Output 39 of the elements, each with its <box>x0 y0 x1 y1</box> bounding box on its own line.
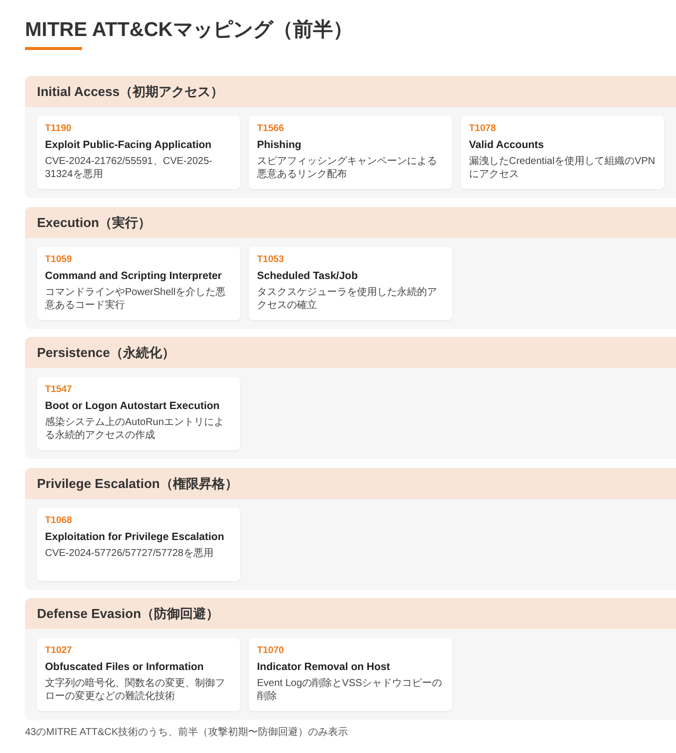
technique-description: Event Logの削除とVSSシャドウコピーの削除 <box>257 678 444 703</box>
tactic-panel <box>25 598 676 720</box>
page-title: MITRE ATT&CKマッピング（前半） <box>25 18 353 43</box>
technique-id: T1027 <box>45 645 73 657</box>
technique-description: 文字列の暗号化、関数名の変更、制御フローの変更などの難読化技術 <box>45 678 226 703</box>
tactic-panel <box>25 207 676 329</box>
technique-id: T1059 <box>45 254 73 266</box>
technique-name: Obfuscated Files or Information <box>45 661 205 674</box>
technique-name: Command and Scripting Interpreter <box>45 270 223 283</box>
section-header: Defense Evasion（防御回避） <box>25 598 676 629</box>
technique-id: T1566 <box>257 123 285 135</box>
technique-name: Exploitation for Privilege Escalation <box>45 531 226 544</box>
technique-id: T1547 <box>45 384 73 396</box>
technique-id: T1068 <box>45 515 73 527</box>
section-header: Privilege Escalation（権限昇格） <box>25 468 676 499</box>
technique-description: コマンドラインやPowerShellを介した悪意あるコード実行 <box>45 287 227 312</box>
technique-description: CVE-2024-57726/57727/57728を悪用 <box>45 548 214 560</box>
technique-description: 感染システム上のAutoRunエントリによる永続的アクセスの作成 <box>45 417 225 442</box>
technique-name: Scheduled Task/Job <box>257 270 359 283</box>
technique-name: Valid Accounts <box>469 139 545 152</box>
technique-id: T1190 <box>45 123 72 135</box>
technique-description: 漏洩したCredentialを使用して組織のVPNにアクセス <box>469 156 656 181</box>
tactic-panel <box>25 76 676 198</box>
technique-description: タスクスケジューラを使用した永続的アクセスの確立 <box>257 287 438 312</box>
technique-name: Indicator Removal on Host <box>257 661 392 674</box>
tactic-panel <box>25 468 676 590</box>
section-header: Initial Access（初期アクセス） <box>25 76 676 107</box>
technique-id: T1070 <box>257 645 285 657</box>
section-header: Execution（実行） <box>25 207 676 238</box>
technique-name: Boot or Logon Autostart Execution <box>45 400 221 413</box>
tactic-panel <box>25 337 676 459</box>
section-header: Persistence（永続化） <box>25 337 676 368</box>
technique-description: スピアフィッシングキャンペーンによる悪意あるリンク配布 <box>257 156 438 181</box>
technique-id: T1053 <box>257 254 285 266</box>
footnote: 43のMITRE ATT&CK技術のうち、前半（攻撃初期〜防御回避）のみ表示 <box>25 726 348 739</box>
technique-name: Phishing <box>257 139 302 152</box>
technique-description: CVE-2024-21762/55591、CVE-2025-31324を悪用 <box>45 156 214 181</box>
technique-name: Exploit Public-Facing Application <box>45 139 212 152</box>
technique-id: T1078 <box>469 123 497 135</box>
